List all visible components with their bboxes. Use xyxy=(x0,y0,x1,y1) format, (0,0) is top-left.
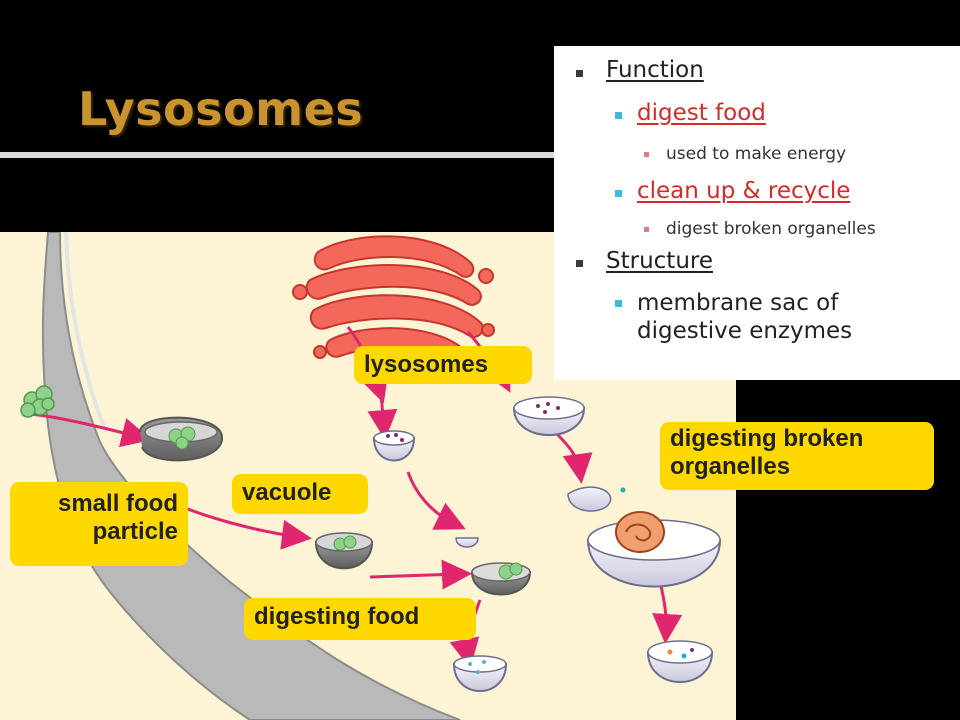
bullet-digest-food: digest food xyxy=(637,100,766,126)
slide-title: Lysosomes xyxy=(78,82,364,136)
label-digesting-broken-organelles: digesting broken organelles xyxy=(660,422,934,490)
bullet-square-icon xyxy=(615,112,622,119)
lysosome-illustration xyxy=(20,232,722,720)
label-vacuole: vacuole xyxy=(232,474,368,514)
bullet-membrane-sac: membrane sac of digestive enzymes xyxy=(637,290,852,345)
residual-vesicle xyxy=(646,640,714,683)
bullet-function: Function xyxy=(606,57,704,83)
bullet-membrane-line1: membrane sac of xyxy=(637,290,839,316)
label-small-food-particle: small food particle xyxy=(10,482,188,566)
lysosome-large xyxy=(512,396,586,436)
bullet-used-to-make-energy: used to make energy xyxy=(666,144,847,164)
bullet-structure: Structure xyxy=(606,248,713,274)
bullet-square-icon xyxy=(644,152,649,157)
food-particle xyxy=(20,385,55,418)
lysosome-small xyxy=(372,430,416,462)
label-lysosomes: lysosomes xyxy=(354,346,532,384)
label-small-food-line1: small food xyxy=(57,490,178,517)
label-small-food-line2: particle xyxy=(92,517,178,545)
title-underline xyxy=(0,152,620,158)
bullet-membrane-line2: digestive enzymes xyxy=(637,317,853,344)
digested-vesicle xyxy=(452,655,508,692)
bullet-square-icon xyxy=(644,227,649,232)
vacuole xyxy=(314,532,374,570)
bullet-square-icon xyxy=(615,190,622,197)
label-digesting-broken-line2: organelles xyxy=(670,452,791,480)
bullet-square-icon xyxy=(576,260,583,267)
label-lysosomes-text: lysosomes xyxy=(364,351,489,378)
bullet-digest-broken-organelles: digest broken organelles xyxy=(666,219,876,239)
label-digesting-food: digesting food xyxy=(244,598,476,640)
fusing-vesicle xyxy=(455,537,532,596)
phagocytosis-vesicle xyxy=(139,416,224,462)
label-digesting-food-text: digesting food xyxy=(254,603,420,630)
bullet-square-icon xyxy=(576,70,583,77)
bullet-list: Function digest food used to make energy… xyxy=(554,46,960,380)
bullet-clean-up-recycle: clean up & recycle xyxy=(637,178,851,204)
label-vacuole-text: vacuole xyxy=(242,479,332,506)
organelle-lysosome-fusion xyxy=(567,486,722,588)
bullet-square-icon xyxy=(615,300,622,307)
label-digesting-broken-line1: digesting broken xyxy=(670,425,864,452)
golgi-apparatus xyxy=(292,235,495,362)
